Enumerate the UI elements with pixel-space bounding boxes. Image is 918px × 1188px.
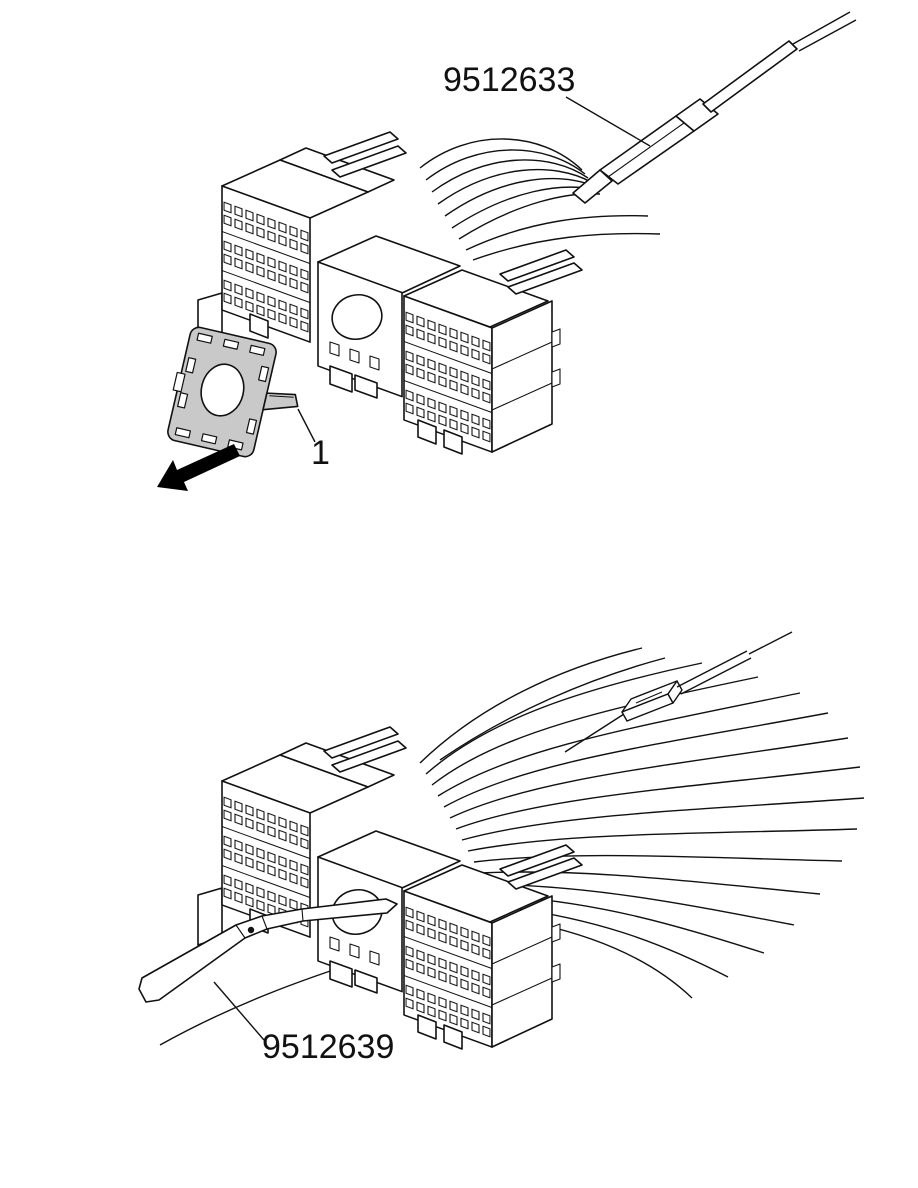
slot	[245, 418, 258, 435]
wire	[467, 828, 858, 852]
slot	[196, 332, 213, 344]
extraction-tool-9512639	[138, 898, 398, 1003]
wire	[479, 871, 821, 895]
wire	[458, 193, 601, 240]
wire	[419, 138, 583, 171]
wire-bundle-top	[419, 138, 661, 261]
wire	[439, 657, 666, 761]
slot	[185, 357, 197, 374]
leader-line-callout-1	[297, 408, 316, 443]
tool-step-line	[301, 908, 304, 922]
connector-assembly-bottom	[197, 726, 583, 1050]
lock-plate-slots	[174, 332, 270, 451]
figure-top: 9512633 1	[157, 11, 857, 491]
part-label-9512639: 9512639	[262, 1028, 394, 1066]
lock-plate-hole	[200, 363, 245, 417]
tool-tip	[572, 169, 613, 204]
tool-rivet-dot	[247, 926, 255, 934]
secondary-lock-plate	[167, 326, 299, 458]
edge-notch	[172, 371, 186, 393]
tab-seam	[269, 395, 294, 398]
wire	[425, 149, 586, 181]
shaft-extension-line	[792, 11, 851, 45]
removal-tool-9512633	[572, 11, 857, 204]
terminal-seam	[635, 691, 663, 704]
slot	[174, 427, 192, 439]
slot	[177, 392, 189, 409]
terminal-wire	[680, 657, 752, 695]
shaft-extension-line	[798, 19, 857, 52]
wire	[419, 647, 643, 764]
wire	[473, 854, 843, 863]
shaft-cap-line	[788, 40, 798, 50]
tool-step-line	[235, 924, 246, 939]
terminal-lead-wire	[564, 713, 625, 753]
slot	[249, 344, 266, 356]
wire	[431, 676, 759, 786]
slot	[258, 365, 270, 383]
figure-bottom: 9512639	[138, 631, 865, 1066]
leader-line-9512633	[565, 96, 651, 147]
wire	[461, 797, 865, 841]
part-label-9512633: 9512633	[443, 61, 575, 99]
tool-body	[138, 898, 398, 1003]
loose-terminal	[621, 631, 793, 722]
wire	[455, 766, 861, 830]
leader-line-9512639	[213, 981, 265, 1041]
terminal-wire	[676, 650, 748, 688]
wire	[449, 737, 849, 819]
wire	[431, 159, 589, 193]
wire	[443, 712, 829, 808]
wire	[472, 232, 661, 261]
tool-shaft	[702, 40, 798, 113]
callout-1-label: 1	[311, 434, 330, 472]
wire	[444, 178, 595, 217]
wire	[425, 662, 703, 775]
slot	[200, 433, 218, 445]
wire	[437, 168, 592, 205]
slot	[222, 338, 240, 350]
tool-sleeve-seam	[607, 122, 685, 178]
terminal-wire	[748, 631, 793, 655]
removal-direction-arrow-icon	[157, 444, 240, 491]
lock-plate-tab	[262, 392, 299, 411]
wire	[465, 214, 649, 251]
tool-step-line	[261, 915, 268, 930]
